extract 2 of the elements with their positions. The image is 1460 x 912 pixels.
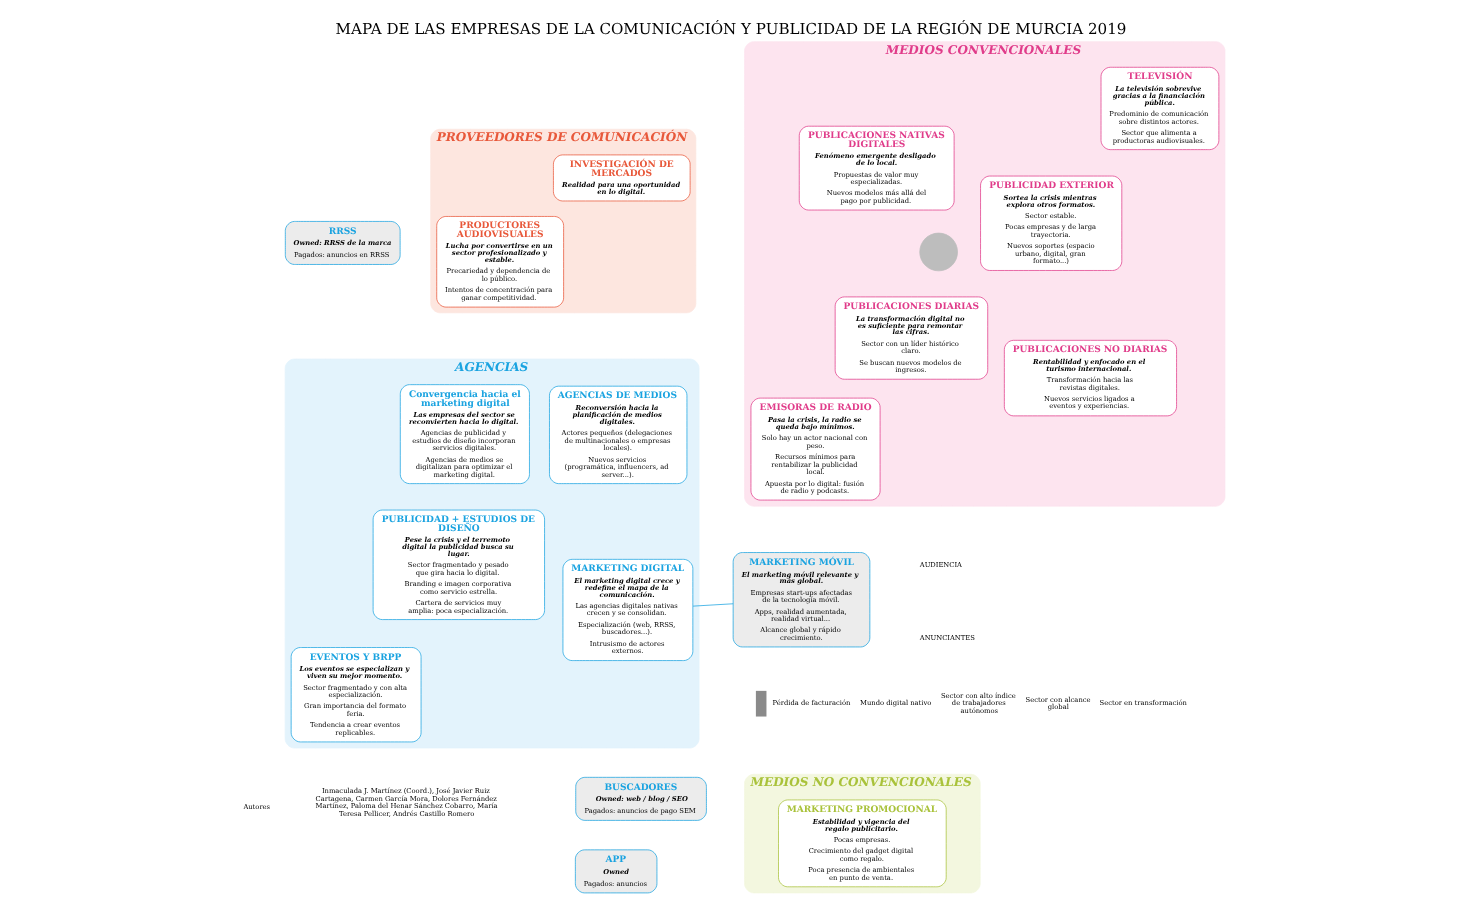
node-circle <box>918 232 957 272</box>
connector <box>691 603 733 607</box>
